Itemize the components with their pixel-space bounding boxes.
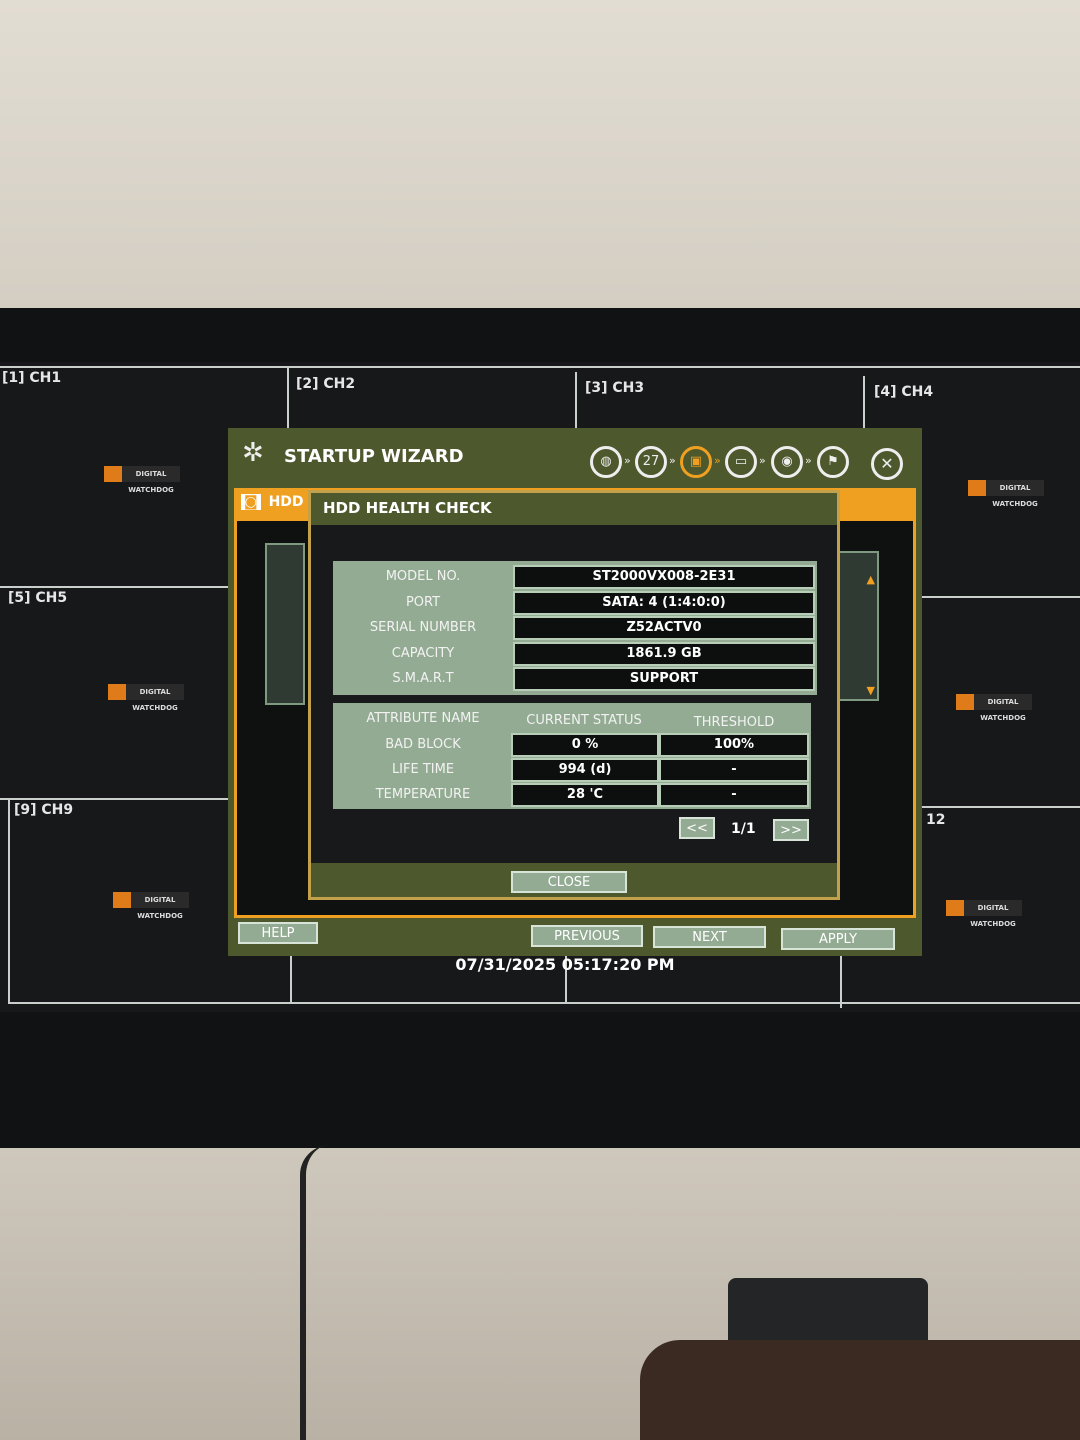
help-button[interactable]: HELP — [238, 922, 318, 944]
digital-watchdog-logo: DIGITAL WATCHDOG — [104, 466, 180, 494]
close-button[interactable]: CLOSE — [511, 871, 627, 893]
step-arrow-icon: » — [669, 454, 676, 467]
attr-current: 994 (d) — [511, 758, 659, 782]
scroll-up-icon[interactable]: ▲ — [866, 573, 875, 586]
info-label: S.M.A.R.T — [392, 671, 454, 686]
info-label: CAPACITY — [391, 645, 455, 661]
attr-header: THRESHOLD — [693, 715, 775, 730]
hdd-list-scrollbar[interactable]: ▲ ▼ — [837, 551, 879, 701]
info-value: SUPPORT — [513, 667, 815, 691]
wall-background — [0, 0, 1080, 320]
page-indicator: 1/1 — [731, 821, 756, 837]
attr-name: TEMPERATURE — [375, 787, 471, 802]
previous-button[interactable]: PREVIOUS — [531, 925, 643, 947]
channel-label: 12 — [926, 812, 946, 828]
camera-icon[interactable]: ◉ — [771, 446, 803, 478]
info-label: MODEL NO. — [385, 569, 461, 584]
hdd-list[interactable] — [265, 543, 305, 705]
step-arrow-icon: » — [624, 454, 631, 467]
step-arrow-icon: » — [714, 454, 721, 467]
hdd-health-check-dialog: HDD HEALTH CHECK MODEL NO. ST2000VX008-2… — [308, 490, 840, 900]
digital-watchdog-logo: DIGITAL WATCHDOG — [946, 900, 1022, 928]
attr-header: ATTRIBUTE NAME — [366, 711, 480, 726]
wizard-settings-icon: ✲ — [242, 438, 264, 468]
digital-watchdog-logo: DIGITAL WATCHDOG — [956, 694, 1032, 722]
attr-threshold: 100% — [659, 733, 809, 757]
channel-label: [1] CH1 — [2, 370, 62, 386]
attr-threshold: - — [659, 758, 809, 782]
channel-label: [3] CH3 — [585, 380, 645, 396]
info-value: 1861.9 GB — [513, 641, 815, 666]
monitor-icon[interactable]: ▭ — [725, 446, 757, 478]
finish-flag-icon[interactable]: ⚑ — [817, 446, 849, 478]
info-label: PORT — [405, 594, 441, 610]
attr-name: LIFE TIME — [391, 762, 455, 777]
attr-threshold: - — [659, 783, 809, 807]
hdd-icon: ◙ — [241, 494, 261, 510]
next-page-button[interactable]: >> — [773, 819, 809, 841]
step-arrow-icon: » — [759, 454, 766, 467]
calendar-icon[interactable]: 27 — [635, 446, 667, 478]
wizard-title: STARTUP WIZARD — [284, 446, 464, 467]
startup-wizard-window: ✲ STARTUP WIZARD ◍ » 27 » ▣ » ▭ » ◉ » ⚑ … — [228, 428, 922, 956]
channel-label: [2] CH2 — [296, 376, 356, 392]
digital-watchdog-logo: DIGITAL WATCHDOG — [968, 480, 1044, 508]
info-value: SATA: 4 (1:4:0:0) — [513, 590, 815, 615]
previous-page-button[interactable]: << — [679, 817, 715, 839]
step-arrow-icon: » — [805, 454, 812, 467]
info-label: SERIAL NUMBER — [369, 620, 477, 635]
digital-watchdog-logo: DIGITAL WATCHDOG — [108, 684, 184, 712]
apply-button[interactable]: APPLY — [781, 928, 895, 950]
attr-current: 28 'C — [511, 783, 659, 807]
dialog-title: HDD HEALTH CHECK — [311, 493, 837, 525]
info-value: Z52ACTV0 — [513, 616, 815, 640]
scroll-down-icon[interactable]: ▼ — [866, 684, 875, 697]
close-icon[interactable]: ✕ — [871, 448, 903, 480]
next-button[interactable]: NEXT — [653, 926, 766, 948]
desk — [640, 1340, 1080, 1440]
attr-name: BAD BLOCK — [385, 737, 461, 752]
channel-label: [9] CH9 — [14, 802, 74, 818]
datetime-display: 07/31/2025 05:17:20 PM — [455, 955, 675, 974]
globe-icon[interactable]: ◍ — [590, 446, 622, 478]
info-value: ST2000VX008-2E31 — [513, 565, 815, 589]
channel-label: [4] CH4 — [874, 384, 934, 400]
channel-label: [5] CH5 — [8, 590, 68, 606]
digital-watchdog-logo: DIGITAL WATCHDOG — [113, 892, 189, 920]
tab-hdd-label: HDD — [268, 494, 304, 510]
attr-current: 0 % — [511, 733, 659, 757]
hdd-icon[interactable]: ▣ — [680, 446, 712, 478]
tab-hdd[interactable]: ◙ HDD — [241, 494, 304, 510]
attr-header: CURRENT STATUS — [526, 713, 642, 728]
cable — [300, 1145, 340, 1440]
